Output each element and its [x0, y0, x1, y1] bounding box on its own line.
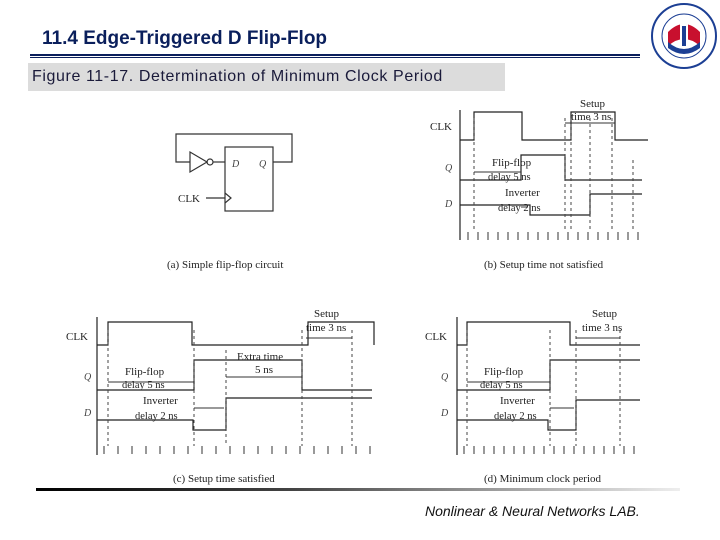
- sig-clk-c: CLK: [66, 331, 88, 343]
- extra-l1-c: Extra time: [237, 351, 283, 363]
- setup-l2-d: time 3 ns: [582, 322, 622, 334]
- d-wave-d: [457, 399, 640, 431]
- ff-l1-b: Flip-flop: [492, 157, 532, 169]
- circuit-caption: (a) Simple flip-flop circuit: [167, 259, 283, 271]
- setup-l1-b: Setup: [580, 98, 606, 110]
- timing-diagram-c: [96, 317, 375, 455]
- d-wave-c: [97, 397, 372, 431]
- sig-d-d: D: [440, 408, 449, 419]
- q-wave-b: [460, 154, 642, 181]
- inv-l1-b: Inverter: [505, 187, 540, 199]
- ff-l2-d: delay 5 ns: [480, 380, 523, 391]
- inv-l2-b: delay 2 ns: [498, 203, 541, 214]
- ticks-c: [103, 446, 371, 454]
- setup-l2-c: time 3 ns: [306, 322, 346, 334]
- sig-d-b: D: [444, 199, 453, 210]
- q-wave-c: [97, 359, 372, 391]
- inv-l1-c: Inverter: [143, 395, 178, 407]
- title-underline: [30, 54, 640, 56]
- clk-wave-b: [460, 111, 648, 141]
- clock-edge-icon: [224, 192, 232, 204]
- setup-l1-c: Setup: [314, 308, 340, 320]
- inv-l2-c: delay 2 ns: [135, 411, 178, 422]
- clk-input-label: CLK: [178, 193, 200, 205]
- extra-l2-c: 5 ns: [255, 364, 273, 376]
- page-title: 11.4 Edge-Triggered D Flip-Flop: [42, 28, 328, 49]
- sig-q-b: Q: [445, 163, 453, 174]
- university-seal-icon: [651, 3, 717, 69]
- caption-b: (b) Setup time not satisfied: [484, 259, 604, 271]
- caption-c: (c) Setup time satisfied: [173, 473, 275, 485]
- feedback-wire: [175, 133, 293, 163]
- caption-background: [28, 63, 505, 91]
- lab-name: Nonlinear & Neural Networks LAB.: [425, 503, 640, 519]
- flipflop-box: [224, 146, 274, 212]
- inv-l2-d: delay 2 ns: [494, 411, 537, 422]
- pin-d-label: D: [231, 159, 240, 170]
- sig-q-d: Q: [441, 372, 449, 383]
- d-wave-b: [460, 193, 642, 216]
- inv-l1-d: Inverter: [500, 395, 535, 407]
- timing-diagram-d: [456, 317, 640, 455]
- sig-clk-b: CLK: [430, 121, 452, 133]
- title-underline-thin: [30, 57, 640, 58]
- footer-rule: [36, 488, 680, 491]
- ticks-b: [467, 232, 639, 240]
- ff-l2-c: delay 5 ns: [122, 380, 165, 391]
- flipflop-circuit: [175, 133, 293, 212]
- caption-d: (d) Minimum clock period: [484, 473, 602, 485]
- clk-wave-d: [457, 321, 640, 346]
- figure-caption: Figure 11-17. Determination of Minimum C…: [32, 68, 443, 85]
- sig-q-c: Q: [84, 372, 92, 383]
- sig-clk-d: CLK: [425, 331, 447, 343]
- setup-l1-d: Setup: [592, 308, 618, 320]
- ticks-d: [463, 446, 635, 454]
- ff-l2-b: delay 5 ns: [488, 172, 531, 183]
- timing-diagram-b: [459, 110, 648, 240]
- ff-l1-d: Flip-flop: [484, 366, 524, 378]
- pin-q-label: Q: [259, 159, 267, 170]
- inverter-icon: [189, 150, 209, 174]
- sig-d-c: D: [83, 408, 92, 419]
- setup-l2-b: time 3 ns: [571, 111, 611, 123]
- ff-l1-c: Flip-flop: [125, 366, 165, 378]
